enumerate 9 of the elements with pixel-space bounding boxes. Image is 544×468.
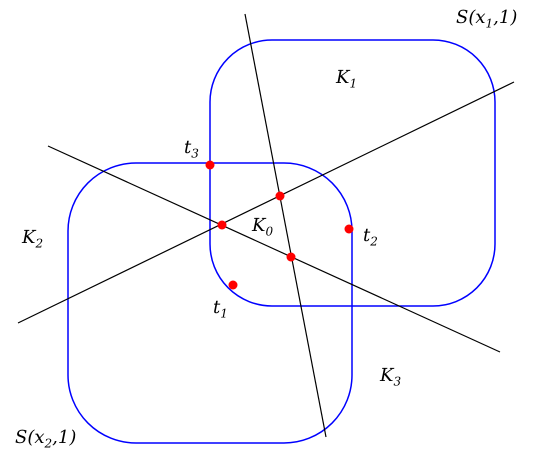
math-label: t$_{2}$ <box>363 226 378 251</box>
math-label: K$_{2}$ <box>22 228 44 253</box>
math-label: K$_{0}$ <box>252 216 274 241</box>
math-label: S(x$_{1}$,1) <box>456 8 518 33</box>
math-label: S(x$_{2}$,1) <box>15 428 76 453</box>
math-label: K$_{1}$ <box>336 68 358 93</box>
math-label: t$_{1}$ <box>213 298 228 323</box>
math-label: t$_{3}$ <box>184 138 199 163</box>
math-label: K$_{3}$ <box>380 366 402 391</box>
